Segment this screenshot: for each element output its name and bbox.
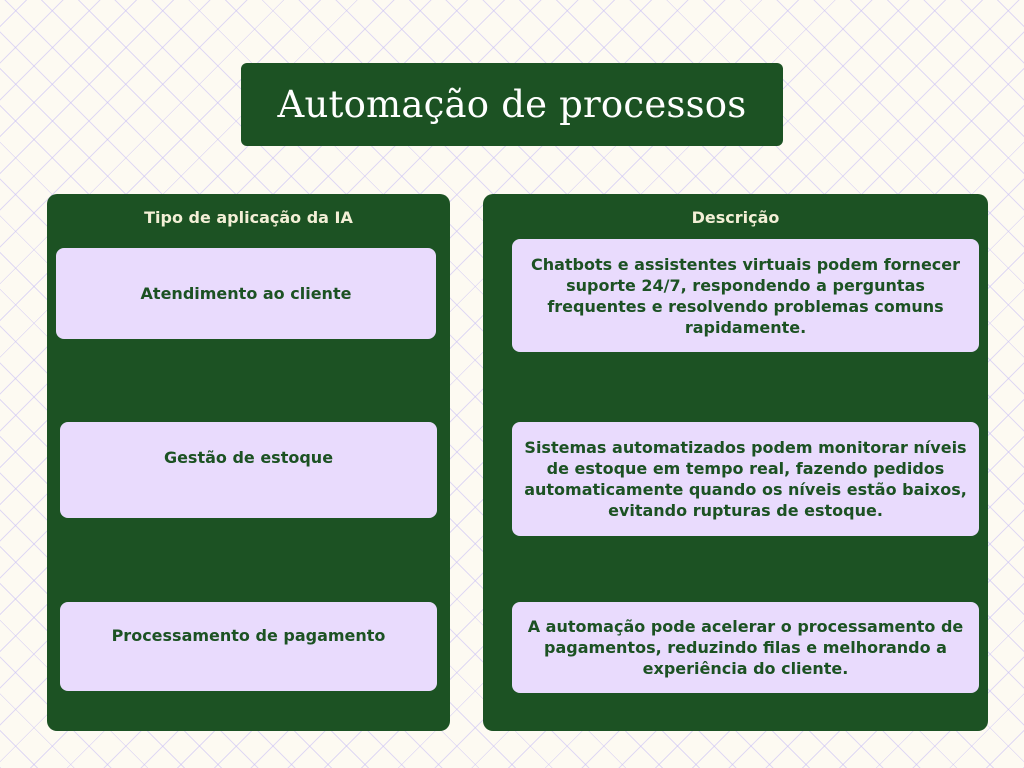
description-card-text: Chatbots e assistentes virtuais podem fo…	[530, 254, 961, 337]
title-banner: Automação de processos	[241, 63, 783, 146]
type-card-label: Gestão de estoque	[163, 448, 334, 467]
description-card-text: A automação pode acelerar o processament…	[527, 617, 964, 678]
type-card-label: Processamento de pagamento	[111, 626, 386, 645]
page-title: Automação de processos	[277, 83, 747, 126]
type-column-header: Tipo de aplicação da IA	[144, 208, 353, 227]
type-card: Atendimento ao cliente	[56, 248, 436, 339]
type-column-panel: Tipo de aplicação da IA Atendimento ao c…	[47, 194, 450, 731]
type-card: Gestão de estoque	[60, 422, 437, 518]
description-card: Sistemas automatizados podem monitorar n…	[512, 422, 979, 536]
description-card-text: Sistemas automatizados podem monitorar n…	[524, 438, 967, 520]
description-card: A automação pode acelerar o processament…	[512, 602, 979, 693]
description-column-panel: Descrição Chatbots e assistentes virtuai…	[483, 194, 988, 731]
type-card-label: Atendimento ao cliente	[140, 284, 352, 303]
type-card: Processamento de pagamento	[60, 602, 437, 691]
description-card: Chatbots e assistentes virtuais podem fo…	[512, 239, 979, 352]
description-column-header: Descrição	[691, 208, 780, 227]
